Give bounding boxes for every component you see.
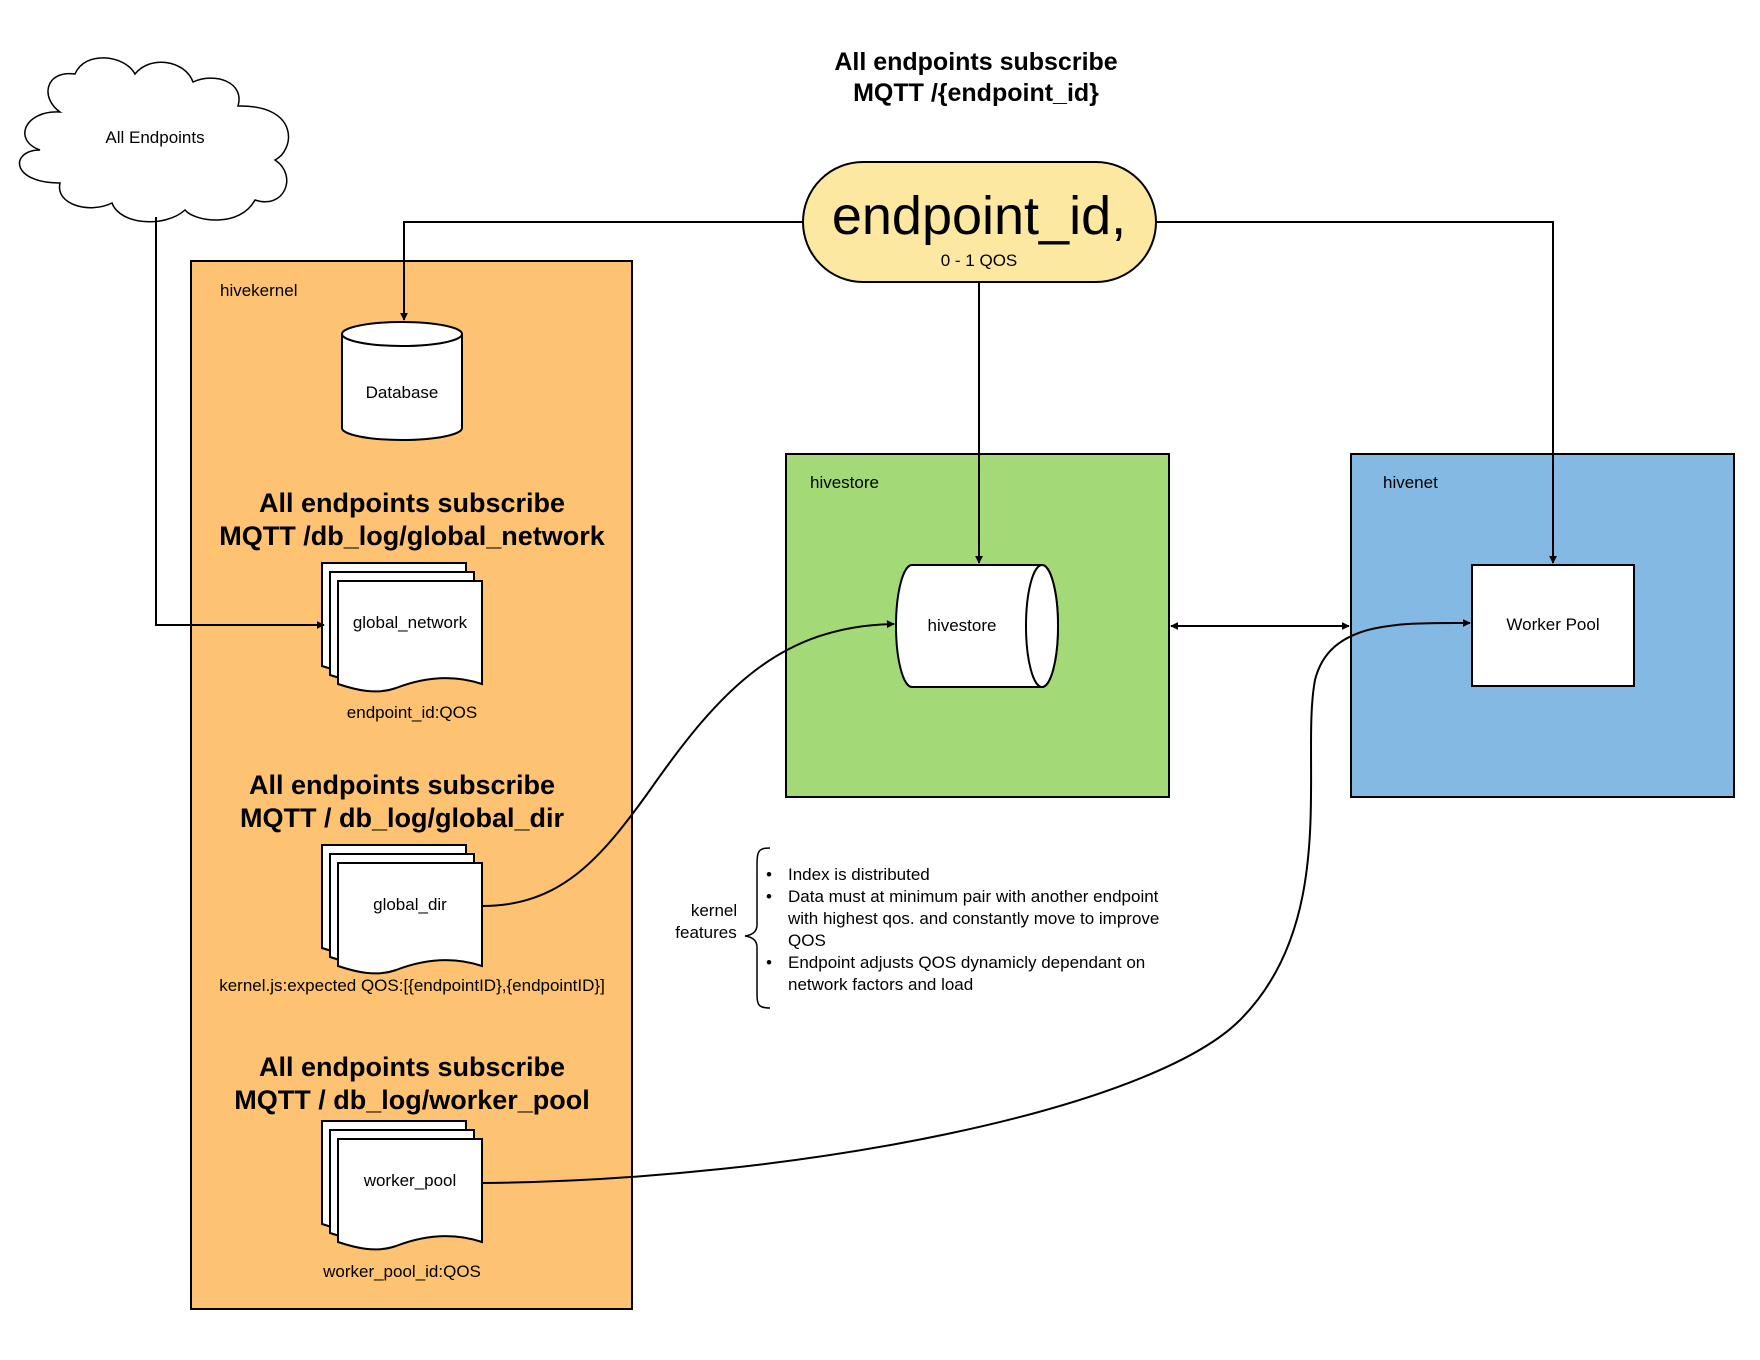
top-heading-line1: All endpoints subscribe bbox=[834, 48, 1117, 76]
hivestore-cylinder[interactable]: hivestore bbox=[895, 564, 1059, 688]
global-dir-label: global_dir bbox=[373, 895, 447, 914]
hivestore-cylinder-end bbox=[1025, 564, 1059, 688]
bullet-3-line-2: network factors and load bbox=[788, 975, 973, 994]
hivenet-label: hivenet bbox=[1383, 473, 1438, 492]
connector-worker-pool-doc-to-worker-pool bbox=[481, 618, 1471, 1184]
global-network-label: global_network bbox=[353, 613, 468, 632]
endpoint-pill-title: endpoint_id, bbox=[832, 186, 1126, 246]
section2-caption: kernel.js:expected QOS:[{endpointID},{en… bbox=[219, 976, 605, 995]
worker-pool-box[interactable]: Worker Pool bbox=[1471, 564, 1635, 687]
connector-global-dir-to-hivestore bbox=[481, 620, 895, 907]
global-network-document[interactable]: global_network bbox=[321, 562, 483, 693]
doc-front bbox=[337, 580, 483, 693]
hivestore-cylinder-label: hivestore bbox=[928, 616, 997, 635]
all-endpoints-cloud[interactable]: All Endpoints bbox=[18, 57, 290, 223]
database-top bbox=[341, 321, 463, 347]
bullet-3-line-1: Endpoint adjusts QOS dynamicly dependant… bbox=[788, 953, 1145, 972]
database-cylinder[interactable]: Database bbox=[341, 321, 463, 441]
section1-caption: endpoint_id:QOS bbox=[347, 703, 477, 722]
database-body bbox=[341, 334, 463, 441]
worker-pool-doc-label: worker_pool bbox=[363, 1171, 457, 1190]
bullet-dot: • bbox=[766, 887, 772, 906]
section1-heading-line1: All endpoints subscribe bbox=[259, 488, 565, 518]
section3-heading-line2: MQTT / db_log/worker_pool bbox=[234, 1085, 590, 1115]
connector-pill-to-worker-pool bbox=[1156, 221, 1557, 564]
bullet-dot: • bbox=[766, 953, 772, 972]
section1-heading-line2: MQTT /db_log/global_network bbox=[219, 521, 605, 551]
hivestore-label: hivestore bbox=[810, 473, 879, 492]
cloud-label: All Endpoints bbox=[105, 128, 204, 147]
kernel-features-label-line2: features bbox=[675, 923, 736, 942]
hivekernel-label: hivekernel bbox=[220, 281, 298, 300]
doc-front bbox=[337, 862, 483, 975]
bullet-dot: • bbox=[766, 865, 772, 884]
connector-cloud-to-global-network bbox=[155, 217, 325, 629]
bullet-2-line-2: with highest qos. and constantly move to… bbox=[787, 909, 1159, 928]
section2-heading-line1: All endpoints subscribe bbox=[249, 770, 555, 800]
section3-heading-line1: All endpoints subscribe bbox=[259, 1052, 565, 1082]
top-heading-line2: MQTT /{endpoint_id} bbox=[853, 79, 1099, 107]
section2-heading-line2: MQTT / db_log/global_dir bbox=[240, 803, 564, 833]
bullet-2-line-1: Data must at minimum pair with another e… bbox=[788, 887, 1159, 906]
kernel-features-list: • Index is distributed • Data must at mi… bbox=[766, 865, 1159, 994]
endpoint-pill-subtitle: 0 - 1 QOS bbox=[941, 251, 1018, 270]
doc-front bbox=[337, 1138, 483, 1251]
bullet-2-line-3: QOS bbox=[788, 931, 826, 950]
bullet-1-line-1: Index is distributed bbox=[788, 865, 930, 884]
kernel-features-label-line1: kernel bbox=[691, 901, 737, 920]
worker-pool-rect bbox=[1471, 564, 1635, 687]
cloud-shape bbox=[18, 57, 290, 223]
kernel-features-brace bbox=[744, 847, 771, 1009]
database-label: Database bbox=[366, 383, 439, 402]
section3-caption: worker_pool_id:QOS bbox=[322, 1262, 481, 1281]
global-dir-document[interactable]: global_dir bbox=[321, 844, 483, 975]
connector-pill-to-database bbox=[400, 221, 803, 321]
endpoint-id-pill[interactable]: endpoint_id, 0 - 1 QOS bbox=[802, 161, 1157, 283]
worker-pool-label: Worker Pool bbox=[1506, 615, 1599, 634]
worker-pool-document[interactable]: worker_pool bbox=[321, 1120, 483, 1251]
